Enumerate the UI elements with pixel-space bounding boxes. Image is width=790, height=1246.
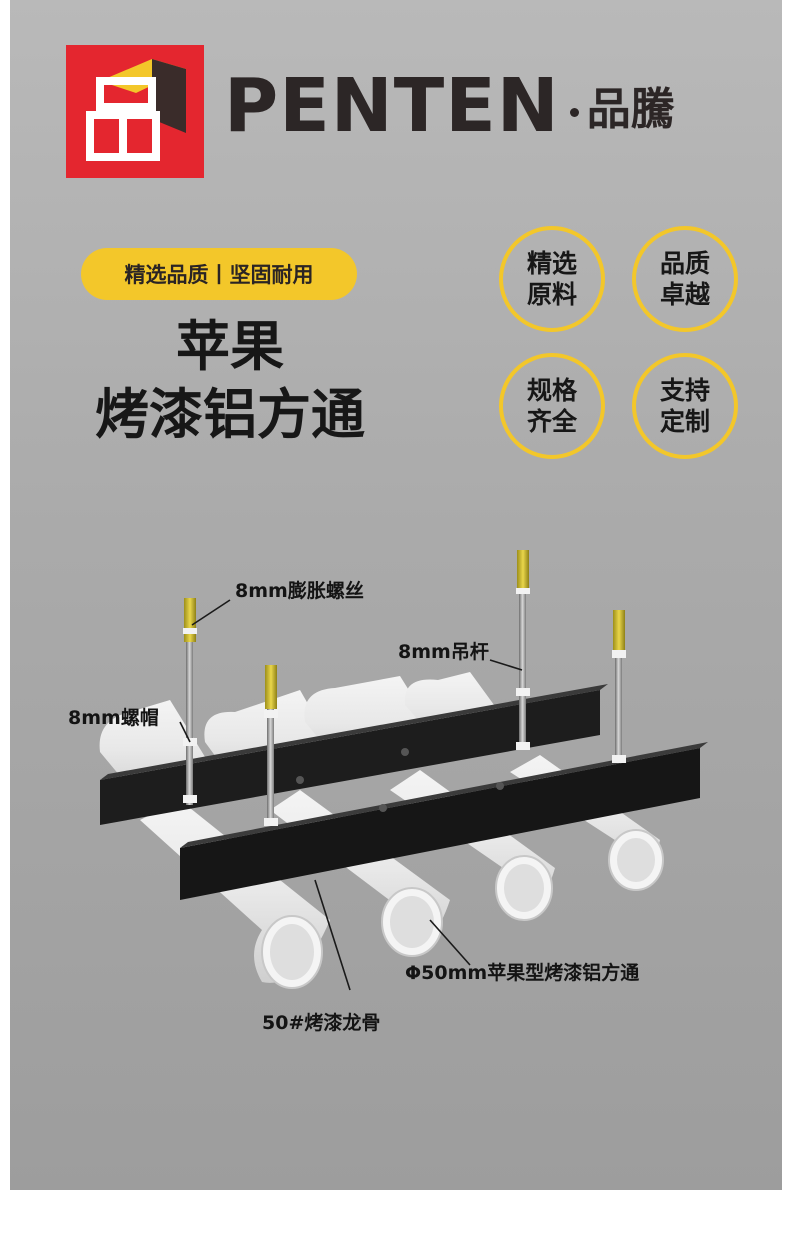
badge-text-2: 定制 [659,407,710,436]
badge-text-1: 规格 [526,376,577,405]
feature-badge-custom: 支持 定制 [632,353,738,459]
brand-name-latin: PENTEN [224,63,560,149]
badge-text-1: 精选 [526,249,577,278]
feature-badge-materials: 精选 原料 [499,226,605,332]
hanger-rod [516,550,530,750]
feature-badge-specs: 规格 齐全 [499,353,605,459]
label-expansion-bolt: 8mm膨胀螺丝 [235,580,364,602]
label-hanger-rod: 8mm吊杆 [398,641,489,663]
keel-beam [100,684,608,825]
badge-text-1: 品质 [659,249,710,278]
product-title-line1: 苹果 [176,315,284,378]
hanger-rod [612,610,626,763]
badge-text-2: 齐全 [526,407,577,436]
brand-separator-dot [569,107,579,117]
brand-wordmark: PENTEN 品騰 [224,66,675,146]
feature-badge-quality: 品质 卓越 [632,226,738,332]
label-nut: 8mm螺帽 [68,707,159,729]
label-tube: Φ50mm苹果型烤漆铝方通 [405,962,640,984]
poster-background [10,0,782,1190]
keel-beam [180,742,708,900]
hanger-rod [264,665,278,826]
badge-text-2: 原料 [526,280,577,309]
tagline-pill: 精选品质丨坚固耐用 [81,248,357,300]
leader-lines [179,599,523,991]
label-keel: 50#烤漆龙骨 [262,1012,381,1034]
brand-name-cn: 品騰 [586,84,675,135]
badge-text-2: 卓越 [659,280,710,309]
product-title-line2: 烤漆铝方通 [95,383,365,446]
logo-mark-icon [66,45,204,178]
badge-text-1: 支持 [659,376,710,405]
